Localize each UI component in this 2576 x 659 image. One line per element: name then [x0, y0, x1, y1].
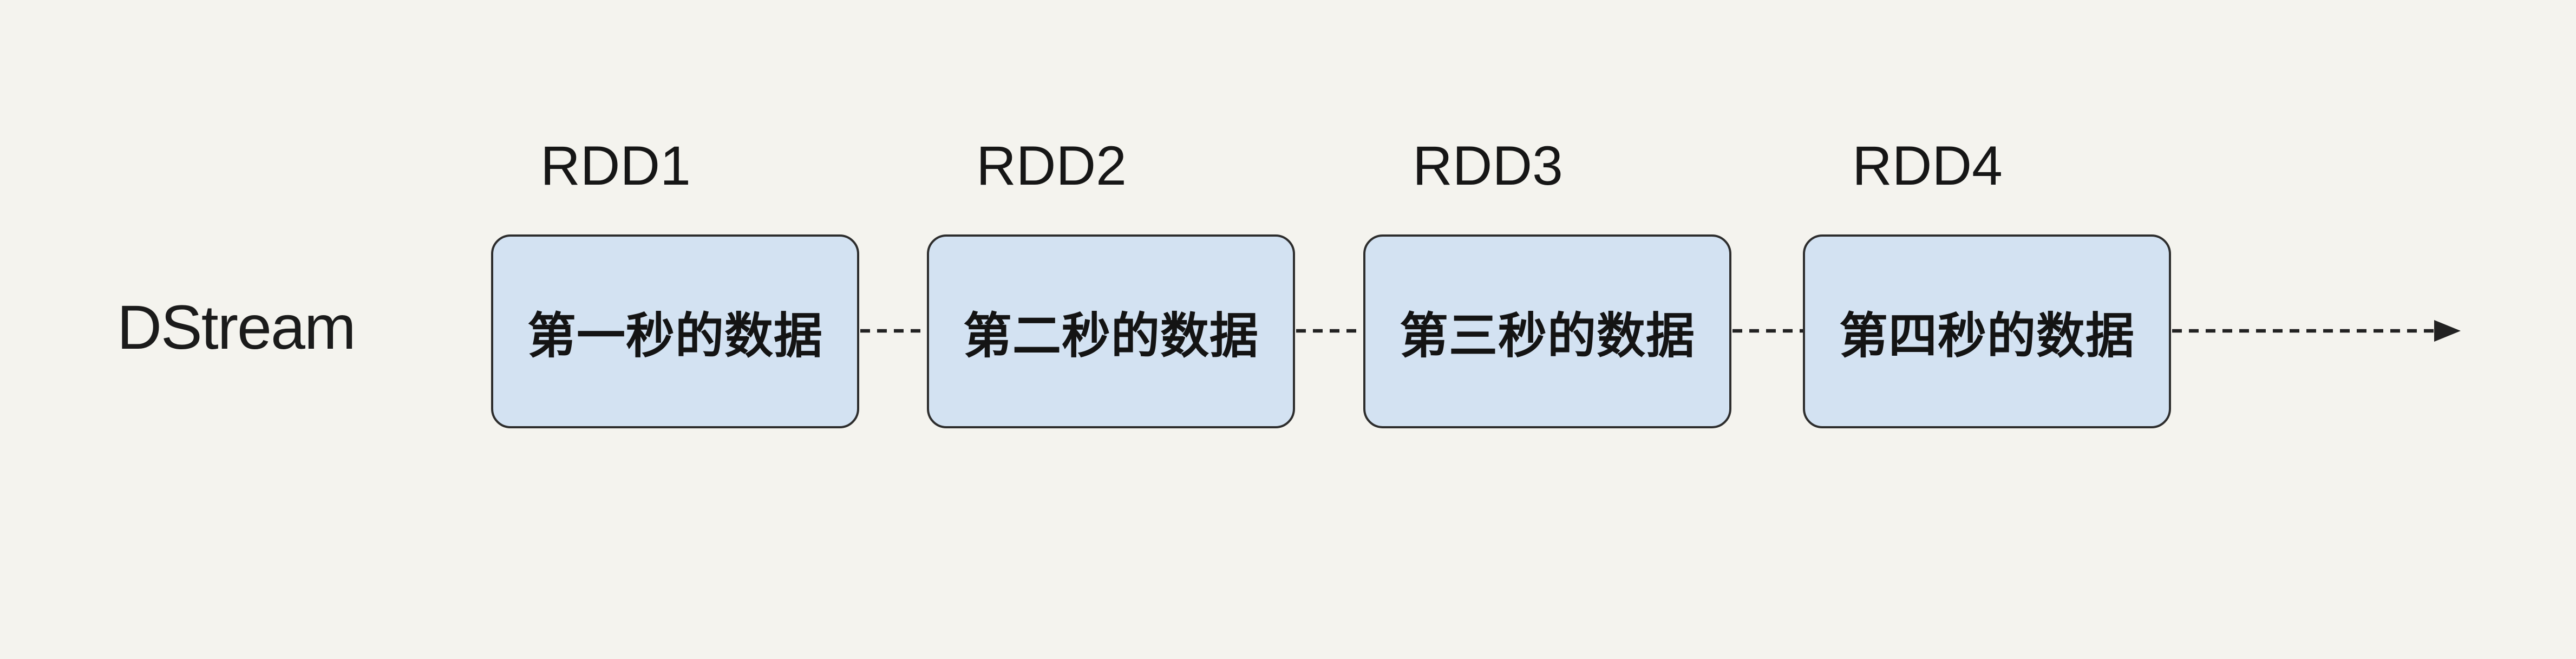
rdd3-box-text: 第三秒的数据	[1400, 309, 1695, 363]
dstream-label: DStream	[117, 293, 356, 362]
rdd2-box-text: 第二秒的数据	[963, 309, 1259, 363]
rdd1-title: RDD1	[540, 135, 691, 197]
rdd4-box-text: 第四秒的数据	[1839, 309, 2135, 363]
rdd2-title: RDD2	[976, 135, 1127, 197]
arrow-head-icon	[2434, 320, 2461, 342]
rdd4-box: 第四秒的数据	[1803, 234, 2171, 428]
rdd2-box: 第二秒的数据	[927, 234, 1295, 428]
rdd3-box: 第三秒的数据	[1363, 234, 1731, 428]
rdd3-title: RDD3	[1413, 135, 1563, 197]
rdd1-box-text: 第一秒的数据	[527, 309, 823, 363]
rdd4-title: RDD4	[1852, 135, 2003, 197]
rdd1-box: 第一秒的数据	[491, 234, 859, 428]
